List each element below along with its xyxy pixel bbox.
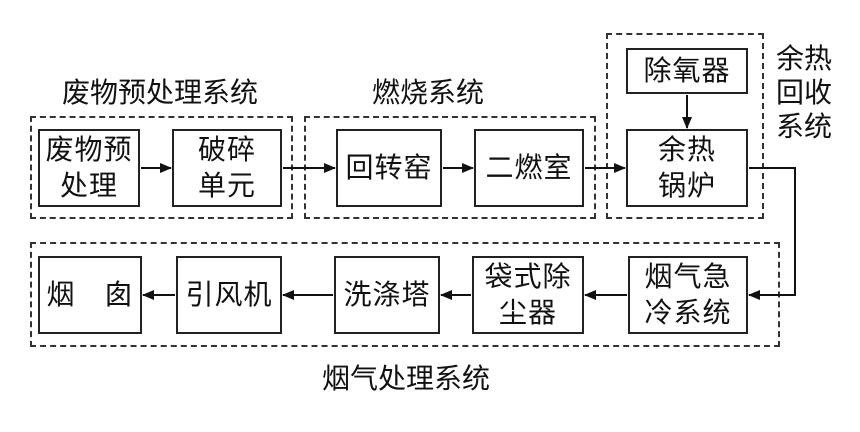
arrow-boiler-to-quench — [748, 167, 796, 300]
box-flue-gas-quench: 烟气急 冷系统 — [628, 256, 748, 334]
label-flue-gas: 烟气处理系统 — [322, 362, 491, 395]
box-deaerator: 除氧器 — [626, 48, 748, 94]
box-waste-pretreatment: 废物预 处理 — [38, 129, 140, 207]
label-incineration: 燃烧系统 — [372, 76, 485, 109]
box-scrubber: 洗涤塔 — [334, 256, 440, 334]
box-bag-filter: 袋式除 尘器 — [472, 256, 584, 334]
box-waste-heat-boiler: 余热 锅炉 — [626, 129, 748, 207]
box-rotary-kiln: 回转窑 — [336, 129, 442, 207]
box-chimney: 烟 囱 — [38, 256, 142, 334]
group-heat-recovery — [606, 33, 764, 219]
label-heat-recovery: 余热 回收 系统 — [776, 42, 833, 143]
box-secondary-chamber: 二燃室 — [474, 129, 584, 207]
box-crushing-unit: 破碎 单元 — [172, 129, 282, 207]
label-waste-pretreatment: 废物预处理系统 — [62, 76, 259, 109]
box-induced-draft-fan: 引风机 — [176, 256, 282, 334]
